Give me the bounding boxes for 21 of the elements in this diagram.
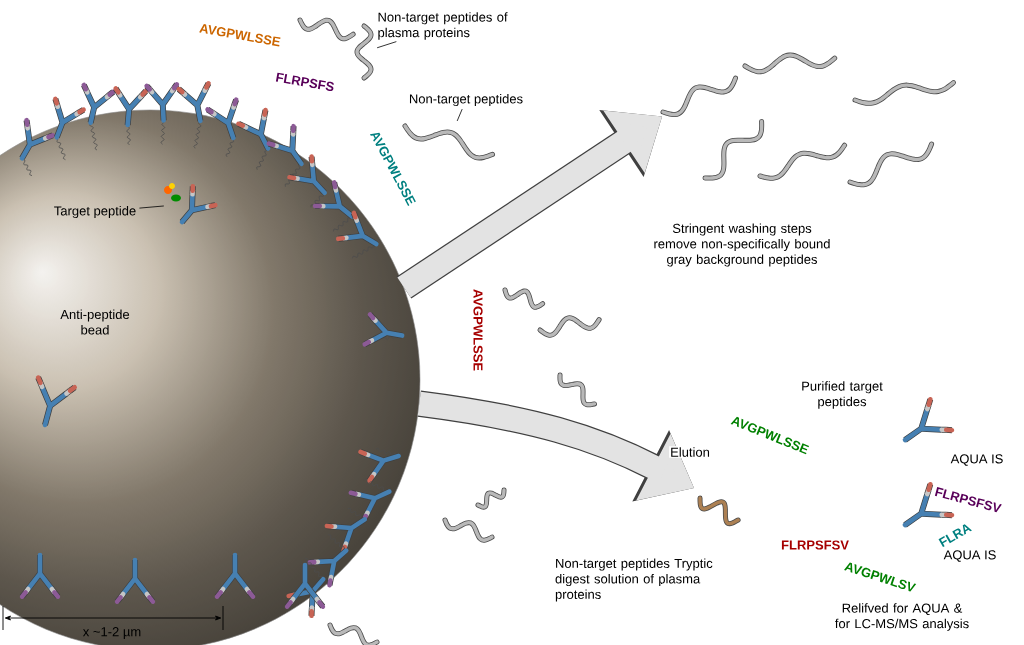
peptide-sequence: FLRPSFS <box>275 72 334 92</box>
label-text: Non-target peptides <box>410 93 523 107</box>
target-peptide-drawing <box>164 183 219 225</box>
peptide-drawing <box>697 495 741 527</box>
caption-text: Stringent washing steps remove non-specifically bound gray background peptides <box>654 223 830 267</box>
leader-line <box>376 41 397 49</box>
peptide-cluster-drawing <box>660 52 956 188</box>
label-text: Non-target peptides Tryptic digest solution of plasma proteins <box>555 558 713 602</box>
leader-line <box>456 108 463 122</box>
label-text: Target peptide <box>54 205 136 219</box>
edge-label: Elution <box>669 446 711 458</box>
peptide-drawing <box>354 23 374 81</box>
label-text: Relifved for AQUA & for LC-MS/MS analysis <box>835 603 969 631</box>
label-text: Purified target peptides <box>802 381 883 409</box>
dimension-label: x ~1-2 µm <box>82 627 141 639</box>
peptide-sequence: FLRPSFSV <box>781 540 849 550</box>
label-text: Non-target peptides of plasma proteins <box>378 12 508 40</box>
leader-line <box>139 205 165 209</box>
peptide-sequence: AVGPWLSSE <box>473 289 483 371</box>
label-text: AQUA IS <box>950 454 1003 466</box>
label-text: AQUA IS <box>943 550 996 562</box>
